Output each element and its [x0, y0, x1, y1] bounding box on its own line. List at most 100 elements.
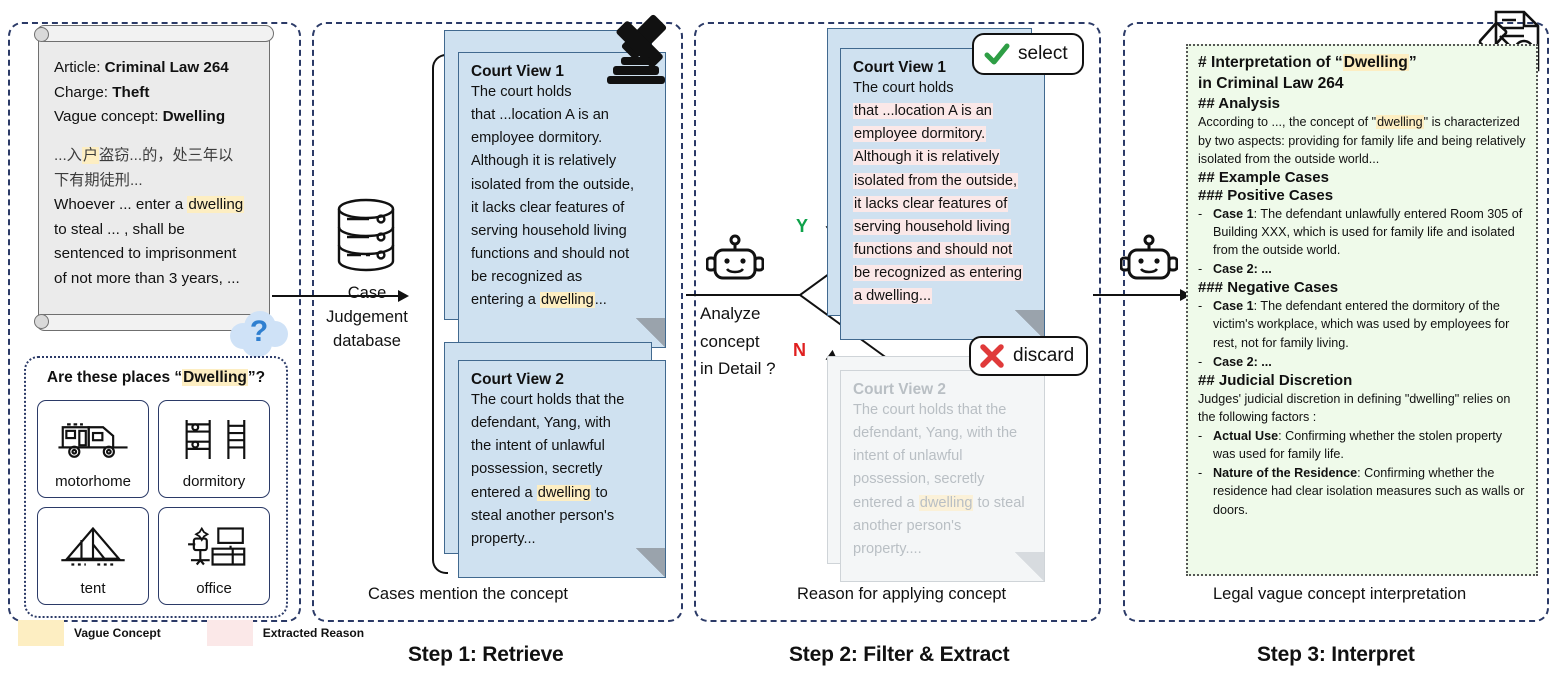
scroll-knob-bottom	[34, 314, 49, 329]
interp-analysis-heading: ## Analysis	[1198, 95, 1280, 113]
factor-label: Actual Use	[1213, 429, 1279, 444]
tent-icon	[61, 526, 125, 566]
court-view-2-card[interactable]: Court View 2 The court holds that the de…	[458, 360, 666, 578]
cv2-dwelling-highlight: dwelling	[918, 494, 974, 511]
interp-heading-highlight: Dwelling	[1342, 54, 1409, 71]
step2-cv2-title: Court View 2	[853, 381, 946, 398]
interp-discretion-intro: Judges' judicial discretion in defining …	[1198, 391, 1511, 424]
panel-step1	[312, 22, 683, 622]
interp-discretion-heading: ## Judicial Discretion	[1198, 371, 1353, 389]
interp-negative-heading: ### Negative Cases	[1198, 279, 1339, 297]
place-label: tent	[80, 580, 106, 597]
legend-label-extracted-reason: Extracted Reason	[262, 626, 365, 640]
step1-caption: Cases mention the concept	[368, 585, 568, 603]
negative-case-item: - Case 1: The defendant entered the dorm…	[1198, 299, 1510, 350]
database-icon	[337, 198, 395, 272]
negative-case-item: - Case 2: ...	[1198, 354, 1272, 369]
analyze-prompt: Analyze concept in Detail ?	[700, 304, 776, 379]
reason-highlight: functions and should not	[853, 241, 1014, 258]
office-desk-icon	[188, 526, 246, 566]
legend-label-vague-concept: Vague Concept	[74, 626, 161, 640]
panel-input	[8, 22, 301, 622]
branch-yes-label: Y	[796, 216, 809, 236]
article-cn-1b: 盗窃...的，处三年以	[99, 146, 234, 164]
article-cn-1a: ...入	[54, 146, 82, 164]
reason-highlight: isolated from the outside,	[853, 172, 1019, 189]
step2-caption: Reason for applying concept	[797, 585, 1007, 603]
article-en-4: of not more than 3 years, ...	[54, 270, 240, 287]
discard-label: discard	[1013, 345, 1075, 366]
positive-case-item: - Case 1: The defendant unlawfully enter…	[1198, 206, 1523, 258]
case-text: The defendant entered the dormitory of t…	[1213, 299, 1510, 350]
place-card-office[interactable]: office	[158, 507, 270, 605]
article-en-2: to steal ... , shall be	[54, 220, 185, 238]
places-question: Are these places “Dwelling”?	[46, 369, 266, 386]
legend: Vague Concept Extracted Reason	[18, 620, 364, 646]
select-badge[interactable]: select	[972, 33, 1084, 75]
interp-heading: # Interpretation of “Dwelling” in Crimin…	[1198, 53, 1526, 94]
article-en-highlight: dwelling	[187, 196, 245, 214]
place-card-dormitory[interactable]: dormitory	[158, 400, 270, 498]
page-fold	[1015, 552, 1045, 582]
arrow-step2-to-step3	[1093, 294, 1185, 297]
scroll-knob-top	[34, 27, 49, 42]
cv2-dwelling-highlight: dwelling	[536, 484, 592, 501]
arrow-head-1	[398, 290, 409, 302]
bunkbed-icon	[185, 420, 246, 459]
branch-no-label: N	[793, 340, 806, 360]
step3-title: Step 3: Interpret	[1257, 643, 1415, 666]
panel-step3	[1123, 22, 1549, 622]
panel-step2	[694, 22, 1101, 622]
case-label: Case 2: ...	[1213, 354, 1272, 369]
case-label: Case 1	[1213, 299, 1254, 314]
factor-label: Nature of the Residence	[1213, 466, 1358, 481]
court-view-1-title: Court View 1	[471, 63, 564, 80]
arrow-article-to-db	[272, 295, 402, 298]
step2-court-view-1-card[interactable]: Court View 1 The court holds that ...loc…	[840, 48, 1045, 340]
place-card-tent[interactable]: tent	[37, 507, 149, 605]
court-view-2-body: The court holds that the defendant, Yang…	[471, 392, 625, 547]
check-icon	[984, 43, 1010, 65]
question-cloud-icon: ?	[228, 303, 290, 361]
places-grid: motorhome dormitory tent	[37, 400, 270, 605]
article-en-1a: Whoever ... enter a	[54, 196, 188, 214]
legend-swatch-extracted-reason	[206, 620, 253, 646]
legend-swatch-vague-concept	[18, 620, 64, 646]
reason-highlight: a dwelling...	[853, 288, 933, 305]
concept-value: Dwelling	[162, 108, 226, 126]
place-label: motorhome	[55, 473, 131, 490]
article-text: Article: Criminal Law 264 Charge: Theft …	[54, 56, 259, 292]
positive-case-item: - Case 2: ...	[1198, 262, 1272, 277]
interp-analysis-text: According to ..., the concept of "dwelli…	[1198, 115, 1526, 166]
reason-highlight: serving household living	[853, 218, 1011, 235]
case-text: The defendant unlawfully entered Room 30…	[1213, 206, 1523, 258]
interp-heading-line2: in Criminal Law 264	[1198, 74, 1344, 92]
step2-court-view-2-card[interactable]: Court View 2 The court holds that the de…	[840, 370, 1045, 582]
arrow-head-3	[1180, 289, 1191, 301]
place-label: office	[196, 580, 232, 597]
court-view-2-title: Court View 2	[471, 371, 564, 388]
reason-highlight: be recognized as entering	[853, 265, 1023, 281]
places-question-highlight: Dwelling	[182, 369, 248, 386]
reason-highlight: it lacks clear features of	[853, 195, 1009, 212]
select-label: select	[1018, 43, 1068, 64]
step1-title: Step 1: Retrieve	[408, 643, 564, 666]
discretion-factor-item: - Nature of the Residence: Confirming wh…	[1198, 466, 1525, 517]
page-fold	[1015, 310, 1045, 340]
case-label: Case 1	[1213, 206, 1254, 221]
factor-text: Confirming whether the residence had cle…	[1213, 466, 1525, 517]
discretion-factor-item: - Actual Use: Confirming whether the sto…	[1198, 429, 1503, 462]
robot-icon	[706, 234, 764, 280]
discard-badge[interactable]: discard	[969, 336, 1089, 376]
place-card-motorhome[interactable]: motorhome	[37, 400, 149, 498]
article-cn-2: 下有期徒刑...	[54, 171, 143, 189]
arrow-step1-to-step2	[686, 294, 801, 297]
page-fold	[636, 548, 666, 578]
step2-cv1-title: Court View 1	[853, 59, 946, 76]
article-value: Criminal Law 264	[104, 59, 229, 76]
charge-value: Theft	[112, 83, 150, 101]
motorhome-icon	[58, 423, 128, 458]
court-view-1-card[interactable]: Court View 1 The court holds that ...loc…	[458, 52, 666, 348]
gavel-block-icon	[607, 57, 665, 84]
place-label: dormitory	[182, 473, 246, 490]
